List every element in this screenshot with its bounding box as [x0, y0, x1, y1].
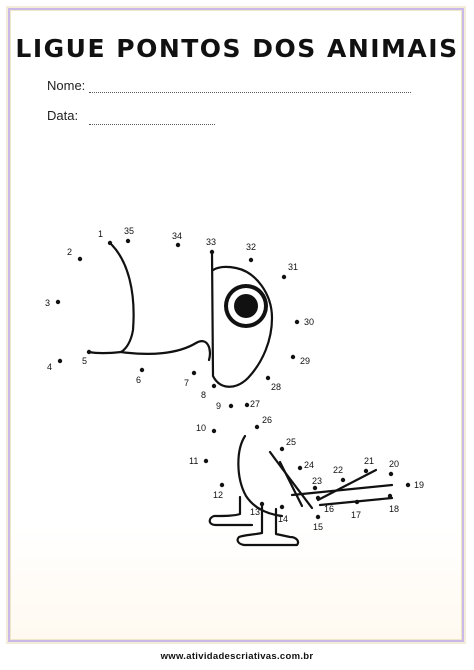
dot-label-5: 5	[82, 356, 87, 366]
dot-label-30: 30	[304, 317, 314, 327]
dot-label-12: 12	[213, 490, 223, 500]
dot-label-28: 28	[271, 382, 281, 392]
dot-label-11: 11	[189, 456, 198, 466]
dot-label-32: 32	[246, 242, 256, 252]
dot-label-22: 22	[333, 465, 343, 475]
dot-label-27: 27	[250, 399, 260, 409]
dot-label-6: 6	[136, 375, 141, 385]
dot-label-7: 7	[184, 378, 189, 388]
dot-label-8: 8	[201, 390, 206, 400]
page-border	[8, 8, 464, 642]
dot-label-2: 2	[67, 247, 72, 257]
dot-label-23: 23	[312, 476, 322, 486]
dot-label-4: 4	[47, 362, 52, 372]
dot-label-21: 21	[364, 456, 374, 466]
toucan-outline	[87, 243, 394, 547]
dot-label-25: 25	[286, 437, 296, 447]
dot-label-3: 3	[45, 298, 50, 308]
dot-label-34: 34	[172, 231, 182, 241]
dot-label-16: 16	[324, 504, 334, 514]
dot-label-20: 20	[389, 459, 399, 469]
footer-url: www.atividadescriativas.com.br	[160, 651, 314, 662]
eye-icon	[224, 284, 268, 328]
dot-label-18: 18	[389, 504, 399, 514]
dot-label-31: 31	[288, 262, 298, 272]
dot-label-29: 29	[300, 356, 310, 366]
name-label: Nome:	[47, 78, 86, 93]
date-line	[89, 124, 215, 125]
dot-label-19: 19	[414, 480, 424, 490]
worksheet-title: LIGUE PONTOS DOS ANIMAIS	[15, 34, 459, 63]
date-label: Data:	[47, 108, 79, 123]
dot-label-1: 1	[98, 229, 103, 239]
dot-label-26: 26	[262, 415, 272, 425]
dot-label-33: 33	[206, 237, 216, 247]
name-line	[89, 92, 411, 93]
dot-label-24: 24	[304, 460, 314, 470]
dot-labels: 1 2 3 4 5 6 7 8 9 10 11 12 13 14 15 16 1…	[45, 226, 424, 532]
dot-label-10: 10	[196, 423, 206, 433]
dot-label-9: 9	[216, 401, 221, 411]
dot-markers	[55, 238, 411, 520]
dot-label-14: 14	[278, 514, 288, 524]
dot-label-17: 17	[351, 510, 361, 520]
dot-label-15: 15	[313, 522, 323, 532]
dot-label-35: 35	[124, 226, 134, 236]
dot-label-13: 13	[250, 507, 260, 517]
